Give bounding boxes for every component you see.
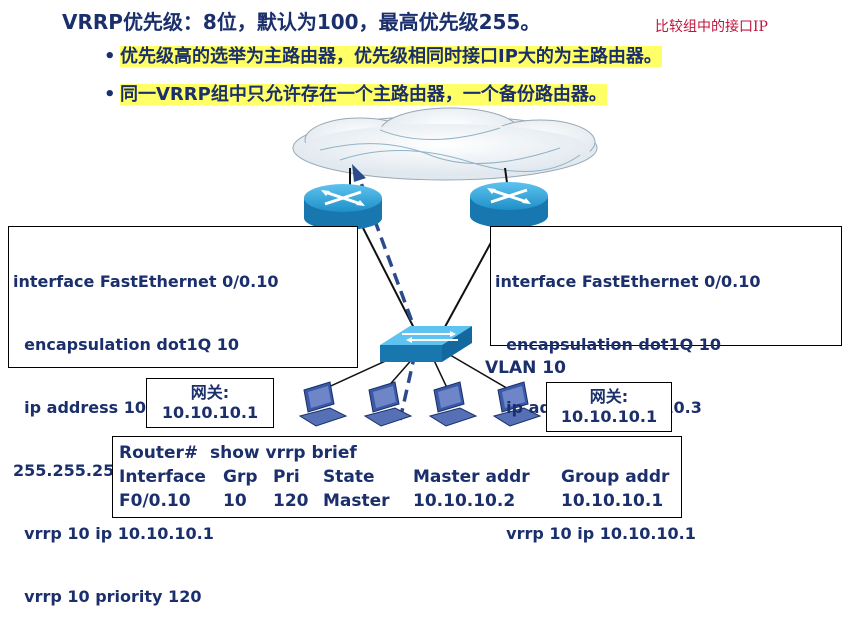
router-icon: [470, 182, 548, 228]
router-icon: [304, 184, 382, 230]
link-r1-switch: [359, 221, 419, 337]
config-line: interface FastEthernet 0/0.10: [13, 272, 279, 291]
config-line: encapsulation dot1Q 10: [495, 335, 722, 354]
config-line: 255.255.255.0: [13, 461, 143, 480]
gateway-label: 网关:: [589, 387, 629, 406]
gateway-box-right: 网关: 10.10.10.1: [546, 382, 672, 432]
network-diagram: [292, 107, 598, 427]
bullet-item-2: •同一VRRP组中只允许存在一个主路由器，一个备份路由器。: [104, 80, 607, 106]
switch-icon: [380, 326, 472, 362]
config-line: vrrp 10 ip 10.10.10.1: [13, 524, 214, 543]
page-title: VRRP优先级：8位，默认为100，最高优先级255。: [62, 10, 541, 34]
link-switch-pc4: [444, 351, 511, 391]
gateway-ip: 10.10.10.1: [161, 403, 259, 422]
bullet-text: 优先级高的选举为主路由器，优先级相同时接口IP大的为主路由器。: [120, 46, 662, 67]
table-header-cell: Grp: [223, 467, 258, 487]
pc-icon: [428, 381, 478, 427]
table-header-cell: Master addr: [413, 467, 530, 487]
table-cell: F0/0.10: [119, 491, 191, 511]
cli-output: Router# show vrrp brief Interface Grp Pr…: [112, 436, 682, 518]
table-cell: 10.10.10.1: [561, 491, 664, 511]
bullet-text: 同一VRRP组中只允许存在一个主路由器，一个备份路由器。: [120, 84, 607, 105]
vrrp-brief-table: Interface Grp Pri State Master addr Grou…: [119, 465, 669, 513]
pc-icon: [363, 381, 413, 427]
left-router-config: interface FastEthernet 0/0.10 encapsulat…: [8, 226, 358, 606]
table-header-cell: Group addr: [561, 467, 670, 487]
bullet-dot: •: [104, 84, 116, 105]
table-header-cell: State: [323, 467, 375, 487]
table-header-row: Interface Grp Pri State Master addr Grou…: [119, 465, 669, 489]
table-cell: 10.10.10.2: [413, 491, 516, 511]
table-cell: 10: [223, 491, 247, 511]
table-row: F0/0.10 10 120 Master 10.10.10.2 10.10.1…: [119, 489, 669, 513]
table-header-cell: Pri: [273, 467, 300, 487]
cloud-icon: [292, 107, 598, 181]
right-router-config: interface FastEthernet 0/0.10 encapsulat…: [490, 226, 842, 543]
annotation-note: 比较组中的接口IP: [655, 19, 768, 35]
gateway-label: 网关:: [190, 383, 230, 402]
vlan-label: VLAN 10: [485, 358, 566, 378]
config-line: vrrp 10 priority 120: [13, 587, 202, 606]
bullet-dot: •: [104, 46, 116, 67]
cli-command: Router# show vrrp brief: [119, 443, 357, 463]
gateway-ip: 10.10.10.1: [560, 407, 658, 426]
bullet-item-1: •优先级高的选举为主路由器，优先级相同时接口IP大的为主路由器。: [104, 42, 662, 68]
pc-icon: [492, 381, 542, 427]
table-cell: Master: [323, 491, 390, 511]
pc-icon: [298, 381, 348, 427]
table-header-cell: Interface: [119, 467, 206, 487]
gateway-box-left: 网关: 10.10.10.1: [146, 378, 274, 428]
table-cell: 120: [273, 491, 309, 511]
config-line: encapsulation dot1Q 10: [13, 335, 240, 354]
config-line: interface FastEthernet 0/0.10: [495, 272, 761, 291]
config-line: vrrp 10 ip 10.10.10.1: [495, 524, 696, 543]
